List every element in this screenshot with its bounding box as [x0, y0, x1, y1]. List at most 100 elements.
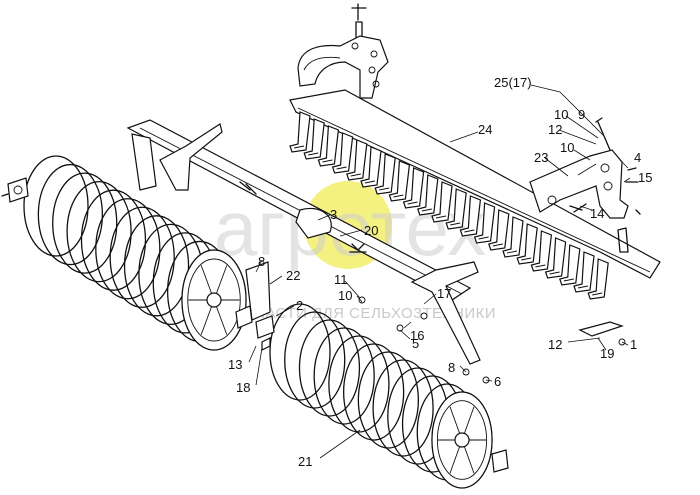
callout-10-mid: 10 — [338, 288, 352, 303]
callout-15: 15 — [638, 170, 652, 185]
callout-4: 4 — [634, 150, 641, 165]
callout-3: 3 — [330, 207, 337, 222]
harrow-tine — [473, 202, 496, 244]
callout-19: 19 — [600, 346, 614, 361]
callout-20: 20 — [364, 223, 378, 238]
callout-24: 24 — [478, 122, 492, 137]
left-roller — [23, 155, 247, 351]
callout-16: 16 — [410, 328, 424, 343]
harrow-tine-edge — [535, 264, 546, 268]
harrow-tine-edge — [492, 243, 503, 247]
roller-hub — [454, 432, 470, 448]
harrow-tine-edge — [308, 152, 319, 156]
callout-9: 10 — [554, 107, 568, 122]
harrow-tine-edge — [464, 229, 475, 233]
harrow-tine — [374, 153, 396, 195]
harrow-tine-edge — [322, 159, 333, 163]
harrow-tine-edge — [364, 180, 376, 184]
roller-ring — [372, 359, 434, 457]
harrow-tine — [544, 237, 567, 279]
harrow-tine-edge — [407, 201, 418, 205]
leader-lines — [248, 84, 631, 459]
right-roller — [269, 303, 493, 489]
callout-7: 9 — [578, 107, 585, 122]
roller-ring — [123, 215, 190, 317]
harrow-tine-edge — [450, 222, 461, 226]
roller-ring — [313, 327, 375, 425]
callout-8-right: 8 — [448, 360, 455, 375]
harrow-tine — [431, 181, 453, 223]
callout-12-top: 12 — [548, 122, 562, 137]
roller-ring — [52, 172, 118, 274]
harrow-tine — [530, 230, 553, 272]
callout-1: 1 — [630, 337, 637, 352]
harrow-tine — [445, 188, 467, 230]
harrow-tine-edge — [521, 257, 532, 261]
harrow-tine — [388, 160, 411, 202]
top-link-assembly — [529, 117, 641, 219]
harrow-tine — [502, 216, 524, 258]
callout-11: 11 — [334, 272, 348, 287]
callout-2: 2 — [296, 298, 303, 313]
tine-harrow-assembly — [289, 89, 661, 300]
callout-13: 13 — [228, 357, 242, 372]
harrow-tine — [360, 146, 382, 188]
roller-ring — [342, 343, 405, 441]
roller-ring — [37, 163, 104, 266]
harrow-tine — [402, 167, 425, 209]
roller-ring — [328, 335, 390, 433]
callout-25-17: 25(17) — [494, 75, 532, 90]
harrow-tine — [303, 118, 325, 160]
roller-hub — [206, 292, 222, 308]
roller-ring — [23, 155, 89, 257]
harrow-tine — [459, 195, 482, 237]
harrow-tine-edge — [563, 278, 574, 282]
callout-10-top: 10 — [560, 140, 574, 155]
callout-5: 5 — [412, 336, 419, 351]
harrow-tine — [573, 251, 595, 293]
roller-ring — [80, 189, 147, 291]
harrow-tine — [516, 223, 538, 265]
callout-18: 18 — [236, 380, 250, 395]
harrow-tine-edge — [379, 187, 390, 191]
harrow-tine — [289, 111, 311, 153]
bearing-hardware — [1, 177, 626, 473]
harrow-tine-edge — [435, 215, 447, 219]
roller-end-inner — [187, 258, 241, 342]
callout-14: 14 — [590, 206, 604, 221]
harrow-tine — [331, 132, 354, 174]
roller-ring — [298, 319, 361, 417]
harrow-tine-edge — [393, 194, 404, 198]
main-frame — [126, 119, 481, 365]
callout-17: 17 — [437, 286, 451, 301]
roller-ring — [66, 180, 132, 283]
roller-ring — [109, 206, 175, 308]
callout-21: 21 — [298, 454, 312, 469]
roller-end-inner — [436, 400, 488, 480]
callout-6: 6 — [494, 374, 501, 389]
harrow-tine-edge — [506, 250, 518, 254]
harrow-tine — [417, 174, 439, 216]
callout-12-bottom: 12 — [548, 337, 562, 352]
callouts: 25(17) 10 9 12 10 24 23 4 15 14 3 20 8 2… — [228, 75, 652, 469]
hitch-bracket — [297, 3, 389, 99]
harrow-tine-edge — [336, 166, 347, 170]
harrow-tine — [559, 244, 581, 286]
harrow-tine — [587, 258, 609, 300]
roller-ring — [95, 198, 161, 300]
harrow-tine-edge — [421, 208, 432, 212]
callout-23: 23 — [534, 150, 548, 165]
harrow-tine-edge — [577, 285, 589, 289]
roller-ring — [269, 303, 331, 401]
harrow-tine-edge — [549, 271, 560, 275]
watermark-tagline: ЗАПЧАСТИ ДЛЯ СЕЛЬХОЗТЕХНИКИ — [224, 305, 496, 322]
roller-ring — [357, 351, 420, 449]
harrow-tine-edge — [350, 173, 361, 177]
harrow-tine-edge — [592, 292, 603, 296]
roller-ring — [284, 311, 346, 409]
callout-22: 22 — [286, 268, 300, 283]
harrow-tine — [346, 139, 368, 181]
harrow-tine — [488, 209, 510, 251]
harrow-tine-edge — [478, 236, 489, 240]
